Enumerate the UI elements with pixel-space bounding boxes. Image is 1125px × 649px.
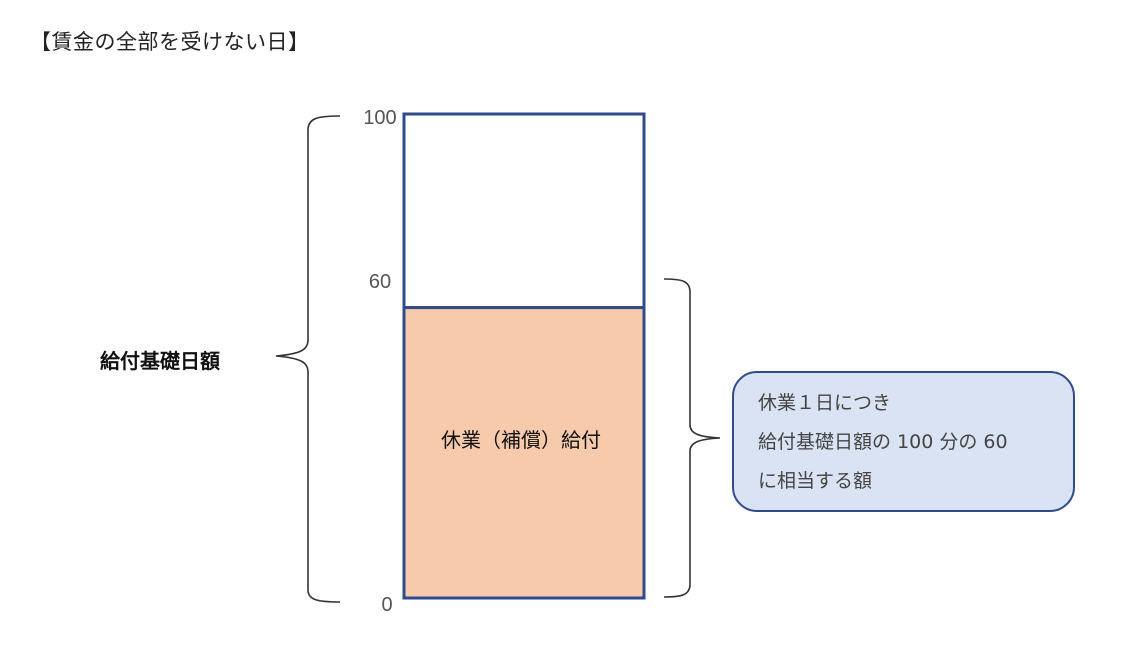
- callout-box: [732, 371, 1075, 512]
- page-title: 【賃金の全部を受けない日】: [30, 30, 310, 54]
- left-brace-label: 給付基礎日額: [100, 349, 220, 373]
- callout-line-2: 給付基礎日額の 100 分の 60: [758, 431, 1008, 453]
- tick-60: 60: [369, 271, 391, 293]
- tick-100: 100: [363, 107, 396, 129]
- left-brace: [275, 115, 341, 603]
- bar-paid-segment: [402, 306, 646, 600]
- callout-line-1: 休業１日につき: [758, 392, 891, 414]
- tick-0: 0: [381, 594, 392, 616]
- right-brace: [663, 278, 721, 598]
- callout-line-3: に相当する額: [758, 470, 872, 492]
- bar-label: 休業（補償）給付: [441, 428, 601, 452]
- bar-unpaid-segment: [402, 112, 646, 310]
